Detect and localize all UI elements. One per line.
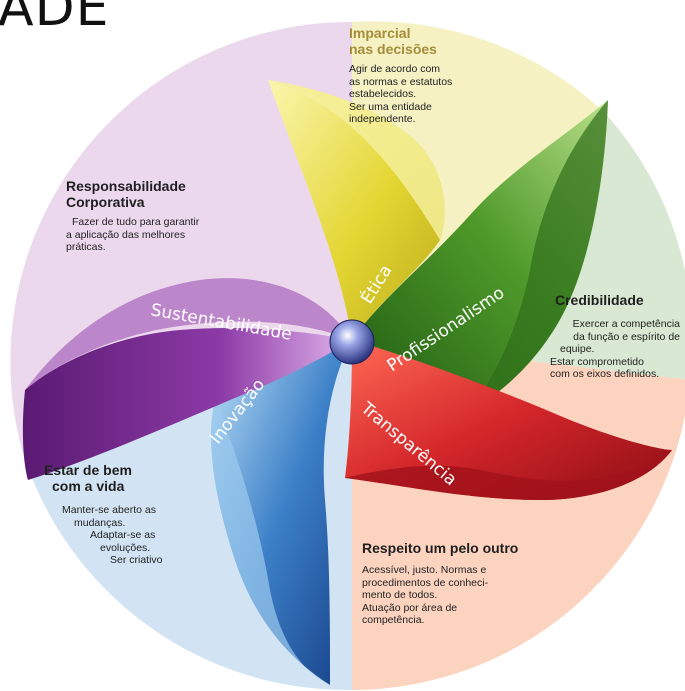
petal-purple — [22, 328, 353, 480]
credibilidade-line: da função e espírito de — [573, 330, 680, 343]
center-ball — [329, 319, 375, 365]
imparcial-line: estabelecidos. — [349, 88, 417, 100]
responsabilidade-line: Fazer de tudo para garantir — [72, 216, 200, 228]
credibilidade-title: Credibilidade — [555, 292, 644, 308]
respeito-line: Acessível, justo. Normas e — [362, 564, 487, 576]
bem-vida-line: evoluções. — [100, 541, 151, 554]
section-responsabilidade: Responsabilidade Corporativa Fazer de tu… — [66, 178, 199, 254]
credibilidade-line: Estar comprometido — [550, 355, 644, 368]
section-credibilidade: Credibilidade Exercer a competência da f… — [530, 292, 680, 381]
imparcial-line: Agir de acordo com — [349, 63, 441, 75]
respeito-line: procedimentos de conheci- — [362, 576, 489, 589]
respeito-line: competência. — [362, 614, 425, 626]
section-imparcial: Imparcial nas decisões Agir de acordo co… — [349, 25, 452, 126]
petal-red — [345, 340, 672, 500]
responsabilidade-title-1: Responsabilidade — [66, 178, 186, 194]
bem-vida-line: Ser criativo — [110, 554, 163, 566]
petal-purple-fold — [25, 278, 352, 390]
credibilidade-line: equipe. — [560, 343, 595, 355]
section-respeito: Respeito um pelo outro Acessível, justo.… — [362, 540, 518, 627]
imparcial-title-1: Imparcial — [349, 25, 411, 41]
imparcial-line: Ser uma entidade — [349, 100, 432, 113]
responsabilidade-title-2: Corporativa — [66, 194, 145, 210]
responsabilidade-line: práticas. — [66, 241, 106, 253]
responsabilidade-line: a aplicação das melhores — [66, 228, 186, 241]
petal-red-fold — [345, 450, 672, 500]
section-bem-vida: Estar de bem com a vida Manter-se aberto… — [44, 462, 163, 567]
imparcial-title-2: nas decisões — [349, 41, 437, 57]
bem-vida-title-1: Estar de bem — [44, 462, 132, 478]
petal-yellow-fold — [268, 80, 445, 240]
imparcial-line: independente. — [349, 113, 416, 125]
bem-vida-line: Adaptar-se as — [90, 529, 156, 541]
bem-vida-line: Manter-se aberto as — [62, 504, 156, 516]
respeito-title: Respeito um pelo outro — [362, 540, 519, 556]
petal-blue — [211, 340, 352, 685]
bem-vida-title-2: com a vida — [52, 478, 125, 494]
petal-green-fold — [470, 100, 608, 410]
credibilidade-line: com os eixos definidos. — [550, 368, 660, 380]
page-title-fragment: ADE — [0, 0, 110, 38]
respeito-line: mento de todos. — [362, 589, 438, 601]
petal-blue-fold — [211, 400, 330, 685]
imparcial-line: as normas e estatutos — [349, 75, 453, 88]
bem-vida-line: mudanças. — [74, 516, 126, 529]
respeito-line: Atuação por área de — [362, 601, 458, 614]
credibilidade-line: Exercer a competência — [572, 318, 680, 330]
